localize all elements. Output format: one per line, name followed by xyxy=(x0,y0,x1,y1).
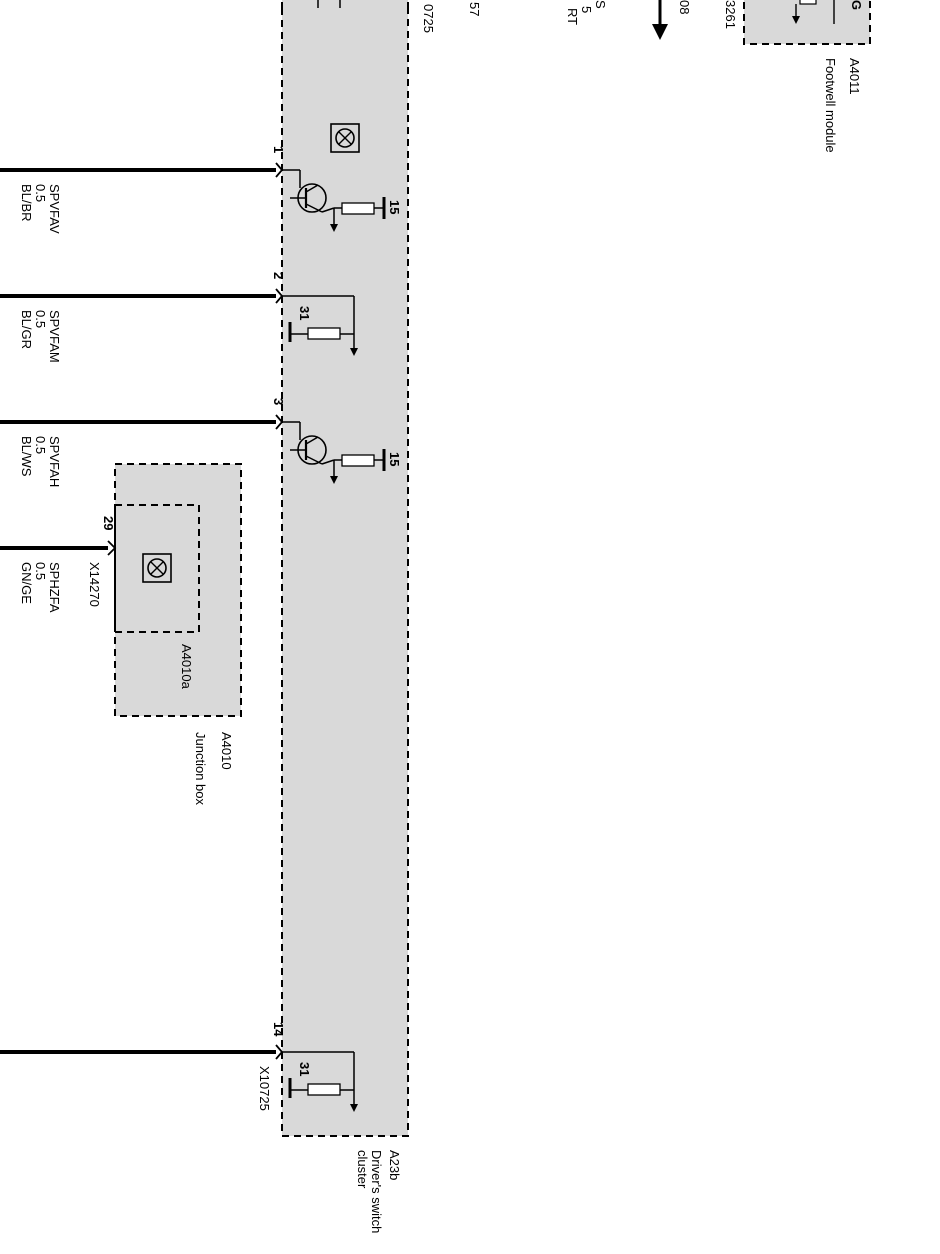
resistor-icon xyxy=(334,197,386,219)
top-fragment-1: 57 xyxy=(467,2,482,16)
junction-box-name: Junction box xyxy=(193,732,208,805)
junction-connector: X14270 xyxy=(87,562,102,607)
wire-pin-14: 14 31 xyxy=(0,1022,358,1112)
cluster-id: A23b xyxy=(387,1150,402,1180)
wire-14-pin: 14 xyxy=(271,1022,286,1037)
wire-2-size: 0.5 xyxy=(33,310,48,328)
transistor-icon xyxy=(282,421,338,484)
wire-spvfav: 1 SPVFAV 0.5 BL/BR 15 xyxy=(0,146,402,234)
junction-sub-id: A4010a xyxy=(179,644,194,690)
wire-4-size: 0.5 xyxy=(33,562,48,580)
junction-pin: 29 xyxy=(101,516,116,530)
top-fragment-group: 0725 57 S 5 RT 08 xyxy=(281,0,692,40)
cluster-name-line2: cluster xyxy=(355,1150,370,1189)
resistor-icon xyxy=(334,449,386,471)
wire-spvfah: 3 SPVFAH 0.5 BL/WS 15 xyxy=(0,398,402,487)
wire-1-inner-pin: 15 xyxy=(387,200,402,214)
bulb-symbol-icon xyxy=(142,553,172,583)
wire-2-signal: SPVFAM xyxy=(47,310,62,363)
cluster-name-line1: Driver's switch xyxy=(369,1150,384,1233)
footwell-pin-label: G xyxy=(849,0,864,10)
wire-1-signal: SPVFAV xyxy=(47,184,62,234)
wire-3-inner-pin: 15 xyxy=(387,452,402,466)
footwell-connector-label: 3261 xyxy=(723,0,738,29)
wire-3-color: BL/WS xyxy=(19,436,34,477)
footwell-module-name: Footwell module xyxy=(823,58,838,153)
resistor-icon xyxy=(282,1051,358,1112)
wire-14-inner-pin: 31 xyxy=(297,1062,312,1076)
wire-1-color: BL/BR xyxy=(19,184,34,222)
wire-1-pin: 1 xyxy=(271,146,286,153)
wire-sphzfa: 29 X14270 SPHZFA 0.5 GN/GE xyxy=(0,516,117,613)
down-arrow-head xyxy=(652,24,668,40)
top-fragment-3: 5 xyxy=(579,6,594,13)
transistor-icon xyxy=(282,169,338,232)
junction-box: A4010a A4010 Junction box xyxy=(114,463,242,805)
arrow-tag-label: 08 xyxy=(677,0,692,14)
top-connector-label: 0725 xyxy=(421,4,436,33)
footwell-module: G 3261 A4011 Footwell module xyxy=(723,0,871,153)
top-fragment-4: RT xyxy=(565,8,580,25)
wire-2-color: BL/GR xyxy=(19,310,34,349)
wire-3-pin: 3 xyxy=(271,398,286,405)
resistor-icon xyxy=(282,295,358,356)
bulb-symbol-icon xyxy=(330,123,360,153)
cluster-connector: X10725 xyxy=(257,1066,272,1111)
wire-4-color: GN/GE xyxy=(19,562,34,604)
wire-4-signal: SPHZFA xyxy=(47,562,62,613)
wire-3-signal: SPVFAH xyxy=(47,436,62,487)
junction-box-id: A4010 xyxy=(219,732,234,770)
top-fragment-2: S xyxy=(593,0,608,9)
footwell-module-id: A4011 xyxy=(847,58,862,95)
wire-2-inner-pin: 31 xyxy=(297,306,312,320)
switch-cluster-module: A23b Driver's switch cluster X10725 xyxy=(257,8,409,1233)
wire-2-pin: 2 xyxy=(271,272,286,279)
wire-spvfam: 2 SPVFAM 0.5 BL/GR 31 xyxy=(0,272,358,363)
wire-3-size: 0.5 xyxy=(33,436,48,454)
wire-1-size: 0.5 xyxy=(33,184,48,202)
